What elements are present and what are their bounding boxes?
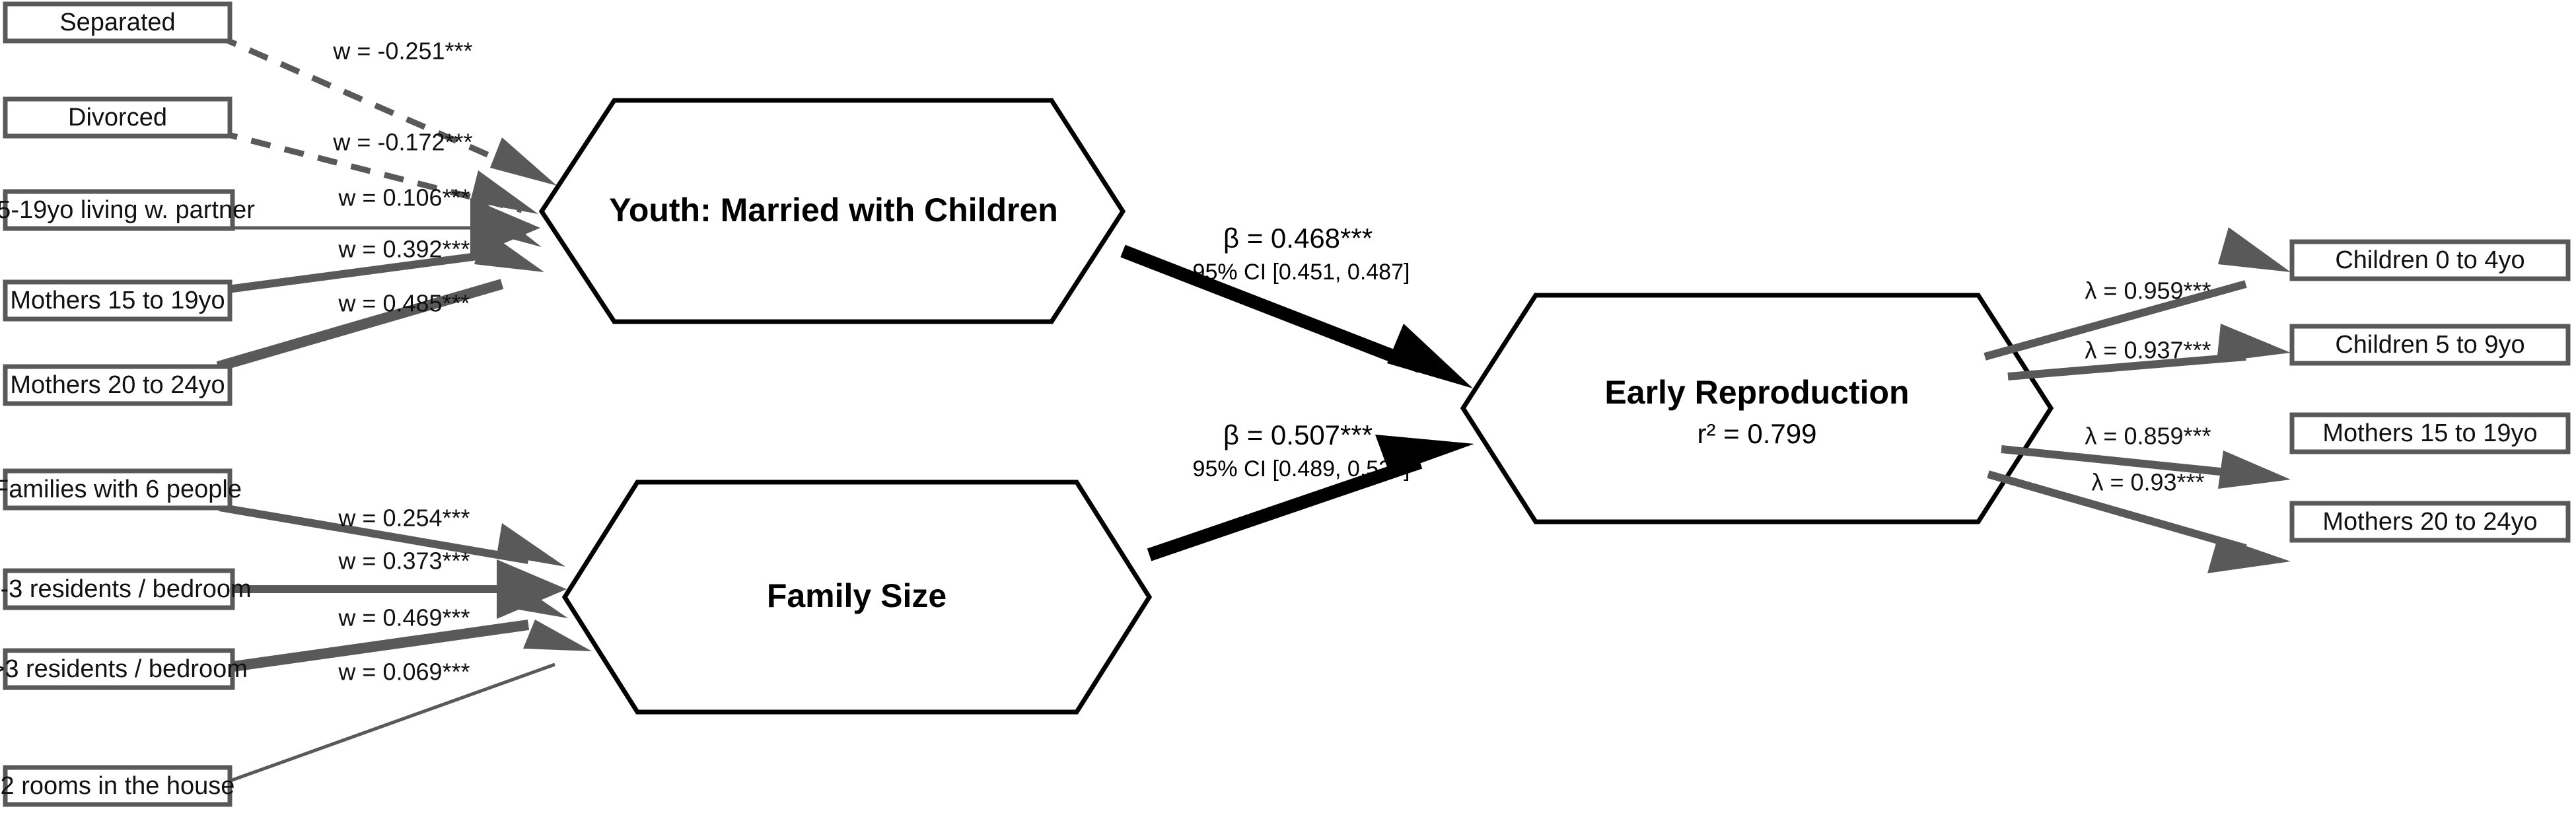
observed-box-res3plus[interactable]: >3 residents / bedroom	[0, 648, 248, 690]
latent-famsize-label: Family Size	[767, 577, 947, 614]
coef-label-divorced: w = -0.172***	[332, 129, 472, 156]
lambda-label-mothers1519r: λ = 0.859***	[2085, 423, 2211, 450]
latent-early-r2: r² = 0.799	[1698, 418, 1817, 449]
latent-youth-married-with-children[interactable]: Youth: Married with Children	[538, 98, 1126, 324]
observed-box-mothers1519r[interactable]: Mothers 15 to 19yo	[2289, 412, 2571, 454]
path-early-to-mothers1519r	[2001, 445, 2291, 489]
lambda-label-children04: λ = 0.959***	[2085, 277, 2211, 304]
observed-box-families6[interactable]: Families with 6 people	[0, 468, 242, 511]
latent-early-reproduction[interactable]: Early Reproduction r² = 0.799	[1460, 293, 2054, 524]
path-mothers1519-to-youth	[217, 198, 542, 295]
path-early-to-children59	[2007, 324, 2291, 380]
path-youth-to-early	[1120, 244, 1473, 388]
observed-label-divorced: Divorced	[68, 104, 167, 131]
coef-label-separated: w = -0.251***	[332, 38, 472, 65]
latent-youth-label: Youth: Married with Children	[609, 192, 1058, 229]
beta-label-youth-early: β = 0.468***	[1223, 223, 1373, 254]
observed-label-mothers1519: Mothers 15 to 19yo	[10, 287, 225, 314]
path-famsize-to-early	[1147, 435, 1474, 561]
path-families6-to-famsize	[218, 503, 565, 567]
path-rooms2-to-famsize	[219, 620, 592, 787]
observed-box-children59[interactable]: Children 5 to 9yo	[2289, 324, 2571, 366]
observed-box-mothers1519[interactable]: Mothers 15 to 19yo	[3, 279, 233, 322]
observed-label-children04: Children 0 to 4yo	[2335, 246, 2524, 274]
observed-box-rooms2[interactable]: 2 rooms in the house	[1, 765, 235, 807]
observed-label-mothers2024r: Mothers 20 to 24yo	[2322, 508, 2537, 536]
observed-label-mothers1519r: Mothers 15 to 19yo	[2322, 419, 2537, 447]
beta-label-famsize-early: β = 0.507***	[1223, 419, 1373, 450]
lambda-label-mothers2024r: λ = 0.93***	[2091, 469, 2204, 496]
observed-box-divorced[interactable]: Divorced	[3, 96, 233, 139]
observed-box-res23[interactable]: 2-3 residents / bedroom	[0, 568, 252, 610]
observed-box-separated[interactable]: Separated	[3, 1, 233, 44]
lambda-label-children59: λ = 0.937***	[2085, 337, 2211, 364]
observed-label-separated: Separated	[59, 9, 175, 36]
observed-label-families6: Families with 6 people	[0, 476, 242, 503]
latent-family-size[interactable]: Family Size	[561, 480, 1153, 715]
observed-box-children04[interactable]: Children 0 to 4yo	[2289, 239, 2571, 281]
latent-early-label: Early Reproduction	[1604, 374, 1909, 411]
path-separated-to-youth	[217, 33, 557, 186]
coef-label-mothers1519: w = 0.392***	[338, 236, 470, 263]
coef-label-res3plus: w = 0.469***	[338, 604, 470, 631]
path-early-to-mothers2024r	[1987, 470, 2291, 573]
observed-box-mothers2024[interactable]: Mothers 20 to 24yo	[3, 364, 233, 406]
coef-label-partner1519: w = 0.106***	[338, 184, 470, 211]
ci-label-youth-early: 95% CI [0.451, 0.487]	[1193, 260, 1410, 285]
coef-label-res23: w = 0.373***	[338, 548, 470, 575]
path-res3plus-to-famsize	[218, 575, 568, 674]
observed-label-mothers2024: Mothers 20 to 24yo	[10, 371, 225, 399]
coef-label-rooms2: w = 0.069***	[338, 659, 470, 686]
observed-box-mothers2024r[interactable]: Mothers 20 to 24yo	[2289, 501, 2571, 543]
path-mothers2024-to-youth	[216, 230, 544, 372]
observed-label-res3plus: >3 residents / bedroom	[0, 655, 248, 683]
coef-label-families6: w = 0.254***	[338, 505, 470, 532]
path-divorced-to-youth	[217, 129, 538, 214]
observed-label-rooms2: 2 rooms in the house	[1, 772, 235, 800]
ci-label-famsize-early: 95% CI [0.489, 0.525]	[1193, 456, 1410, 482]
observed-label-res23: 2-3 residents / bedroom	[0, 575, 252, 603]
observed-label-children59: Children 5 to 9yo	[2335, 331, 2524, 359]
observed-box-partner1519[interactable]: 15-19yo living w. partner	[0, 189, 255, 231]
observed-label-partner1519: 15-19yo living w. partner	[0, 196, 255, 224]
path-early-to-children04	[1984, 227, 2291, 361]
coef-label-mothers2024: w = 0.485***	[338, 290, 470, 317]
